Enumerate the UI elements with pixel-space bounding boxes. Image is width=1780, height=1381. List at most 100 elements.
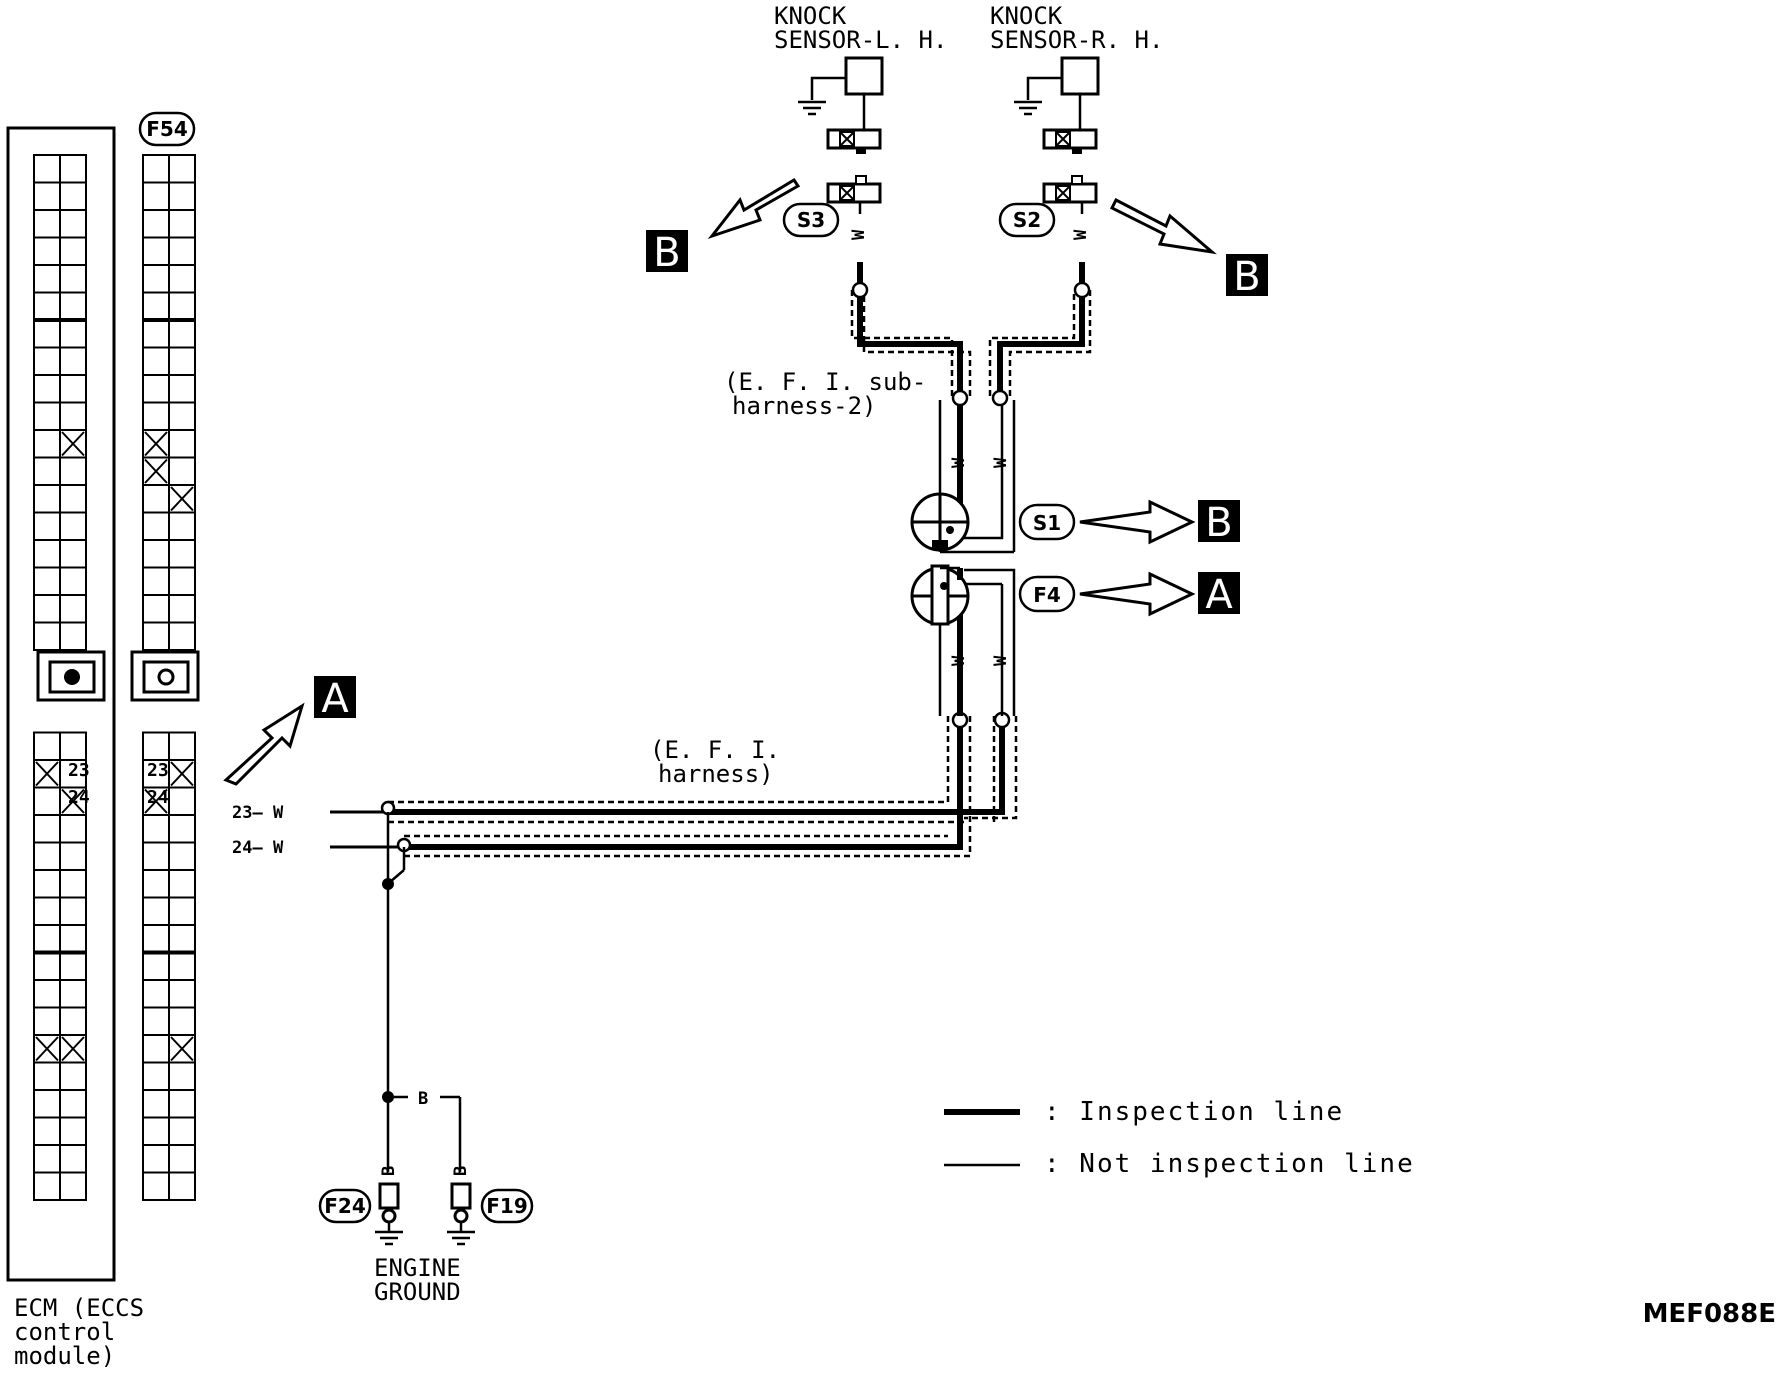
f54-pin-cell — [142, 374, 170, 404]
ecm-pin-cell — [59, 924, 87, 954]
f54-pin-cell — [168, 1144, 196, 1174]
f54-pin-cell — [168, 731, 196, 761]
ecm-unused-pin-mark — [35, 761, 59, 787]
ecm-pin-cell — [59, 1116, 87, 1146]
f54-pin-cell — [142, 401, 170, 431]
ecm-pin-cell — [59, 456, 87, 486]
f54-unused-pin-mark — [144, 788, 168, 814]
f54-pin-cell — [142, 484, 170, 514]
f54-pin-cell — [142, 209, 170, 239]
knock-sensor-rh: KNOCK SENSOR-R. H. S2 B — [990, 2, 1268, 300]
f54-pin-cell — [142, 841, 170, 871]
ecm-output-lines: 23— W 24— W — [232, 803, 404, 858]
f54-pin-cell — [168, 236, 196, 266]
f54-pin-cell — [168, 979, 196, 1009]
f54-pin-cell — [168, 1006, 196, 1036]
ecm-pin-cell — [59, 346, 87, 376]
s1-wire-w-left: W — [949, 457, 969, 468]
ecm-pin-cell — [59, 154, 87, 184]
knock-lh-label-line1: KNOCK — [774, 2, 847, 30]
ecm-pin-cell — [59, 896, 87, 926]
f54-pin-cell — [142, 511, 170, 541]
f54-pin-cell — [168, 291, 196, 321]
ref-a-left: A — [321, 676, 349, 722]
f54-pin-cell — [168, 1116, 196, 1146]
ecm-pin-cell — [33, 209, 61, 239]
f54-pin-24-label: 24 — [147, 787, 169, 808]
f54-pin-cell — [142, 869, 170, 899]
f54-pin-cell — [142, 731, 170, 761]
f54-pin-cell — [168, 951, 196, 981]
f54-pin-cell — [142, 291, 170, 321]
ecm-unused-pin-mark — [61, 1036, 85, 1062]
ecm-pin-cell — [59, 1144, 87, 1174]
f54-pin-cell — [142, 566, 170, 596]
ecm-pin-cell — [33, 951, 61, 981]
f54-connector-block: F54 23 24 — [130, 111, 200, 1201]
efi-harness-wiring: (E. F. I. harness) — [380, 711, 1018, 858]
arrow-to-a-left: A — [223, 676, 356, 786]
sub-harness-label-line2: harness-2) — [732, 392, 877, 420]
ref-a-f4: A — [1205, 572, 1233, 618]
s1-connector-label: S1 — [1033, 511, 1061, 535]
f54-pin-cell — [168, 181, 196, 211]
line-24-label: 24— W — [232, 838, 284, 858]
f54-pin-cell — [142, 1116, 170, 1146]
ecm-pin-cell — [33, 896, 61, 926]
s2-connector-label: S2 — [1013, 208, 1041, 232]
f54-pin-cell — [142, 814, 170, 844]
f54-pin-cell — [168, 456, 196, 486]
f54-unused-pin-mark — [144, 431, 168, 457]
s3-connector-label: S3 — [797, 208, 825, 232]
f54-pin-cell — [142, 236, 170, 266]
f54-lock-circle — [157, 668, 175, 686]
f54-pin-cell — [168, 209, 196, 239]
f54-pin-cell — [168, 814, 196, 844]
f4-connector-label: F4 — [1033, 583, 1061, 607]
f54-unused-pin-mark — [170, 761, 194, 787]
f54-connector-label: F54 — [146, 117, 188, 141]
ecm-unused-pin-mark — [61, 431, 85, 457]
f54-pin-cell — [168, 841, 196, 871]
f54-pin-cell — [142, 594, 170, 624]
ecm-pin-cell — [33, 594, 61, 624]
ecm-pin-cell — [59, 594, 87, 624]
ecm-pin-cell — [33, 429, 61, 459]
f54-pin-23-label: 23 — [147, 760, 169, 781]
harness-junction-column: W W W W S1 B F4 A — [910, 400, 1240, 716]
legend-inspection-label: : Inspection line — [1044, 1097, 1344, 1127]
ecm-pin-cell — [59, 841, 87, 871]
ecm-pin-cell — [59, 539, 87, 569]
engine-ground-line1: ENGINE — [374, 1254, 461, 1282]
ecm-pin-cell — [59, 511, 87, 541]
s1-wire-w-right: W — [991, 457, 1011, 468]
ecm-pin-cell — [59, 209, 87, 239]
ecm-pin-cell — [59, 401, 87, 431]
ecm-pin-cell — [59, 1171, 87, 1201]
ecm-pin-cell — [59, 236, 87, 266]
ecm-pin-cell — [59, 979, 87, 1009]
f54-pin-cell — [142, 1144, 170, 1174]
ecm-pin-cell — [59, 264, 87, 294]
f24-wire-b-label: B — [379, 1166, 399, 1176]
f54-pin-cell — [142, 539, 170, 569]
f4-wire-w-left: W — [949, 655, 969, 666]
ecm-pin-cell — [33, 374, 61, 404]
f54-pin-cell — [168, 786, 196, 816]
ecm-label-line2: control — [14, 1318, 115, 1346]
f19-wire-b-label: B — [451, 1166, 471, 1176]
ecm-pin-23-label: 23 — [68, 760, 90, 781]
f54-pin-cell — [142, 181, 170, 211]
f54-pin-cell — [168, 374, 196, 404]
ecm-pin-cell — [59, 319, 87, 349]
f54-pin-cell — [142, 896, 170, 926]
f54-pin-cell — [168, 1061, 196, 1091]
f54-pin-cell — [142, 1171, 170, 1201]
f4-wire-w-right: W — [991, 655, 1011, 666]
ecm-pin-cell — [59, 1061, 87, 1091]
f54-pin-cell — [168, 511, 196, 541]
f54-pin-cell — [142, 154, 170, 184]
ecm-pin-cell — [33, 236, 61, 266]
